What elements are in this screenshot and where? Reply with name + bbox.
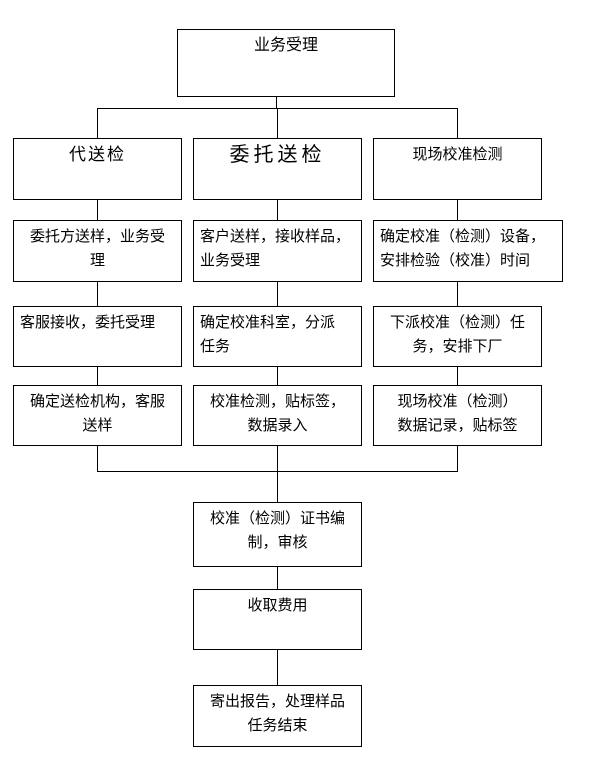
node-entrusted-submission: 委托送检 xyxy=(193,138,362,200)
node-determine-agency: 确定送检机构，客服 送样 xyxy=(13,385,182,446)
node-determine-department: 确定校准科室，分派 任务 xyxy=(193,306,362,367)
connector-line xyxy=(457,282,458,306)
connector-line xyxy=(97,282,98,306)
connector-line xyxy=(97,446,98,471)
connector-line xyxy=(277,367,278,385)
node-certificate-review: 校准（检测）证书编 制，审核 xyxy=(193,502,362,567)
node-onsite-calibration: 现场校准检测 xyxy=(373,138,542,200)
connector-line xyxy=(97,200,98,220)
connector-line xyxy=(457,367,458,385)
connector-line xyxy=(277,282,278,306)
node-client-sends-sample: 委托方送样，业务受 理 xyxy=(13,220,182,282)
connector-line xyxy=(457,108,458,138)
connector-line xyxy=(277,446,278,471)
node-send-report-end: 寄出报告，处理样品 任务结束 xyxy=(193,685,362,747)
connector-line xyxy=(277,200,278,220)
node-onsite-data-recording: 现场校准（检测） 数据记录，贴标签 xyxy=(373,385,542,446)
node-agent-submission: 代送检 xyxy=(13,138,182,200)
connector-line xyxy=(457,200,458,220)
connector-line xyxy=(97,367,98,385)
node-collect-fees: 收取费用 xyxy=(193,589,362,650)
node-determine-equipment: 确定校准（检测）设备， 安排检验（校准）时间 xyxy=(373,220,563,282)
connector-line xyxy=(277,471,278,502)
connector-line xyxy=(277,567,278,589)
connector-line xyxy=(457,446,458,471)
connector-line xyxy=(277,650,278,685)
connector-line xyxy=(277,108,278,138)
node-service-receives: 客服接收，委托受理 xyxy=(13,306,182,367)
node-customer-sends-sample: 客户送样，接收样品， 业务受理 xyxy=(193,220,362,282)
node-dispatch-tasks: 下派校准（检测）任 务，安排下厂 xyxy=(373,306,542,367)
node-business-acceptance: 业务受理 xyxy=(177,29,395,97)
connector-line xyxy=(276,97,277,108)
node-calibration-labeling: 校准检测，贴标签， 数据录入 xyxy=(193,385,362,446)
connector-line xyxy=(97,108,98,138)
